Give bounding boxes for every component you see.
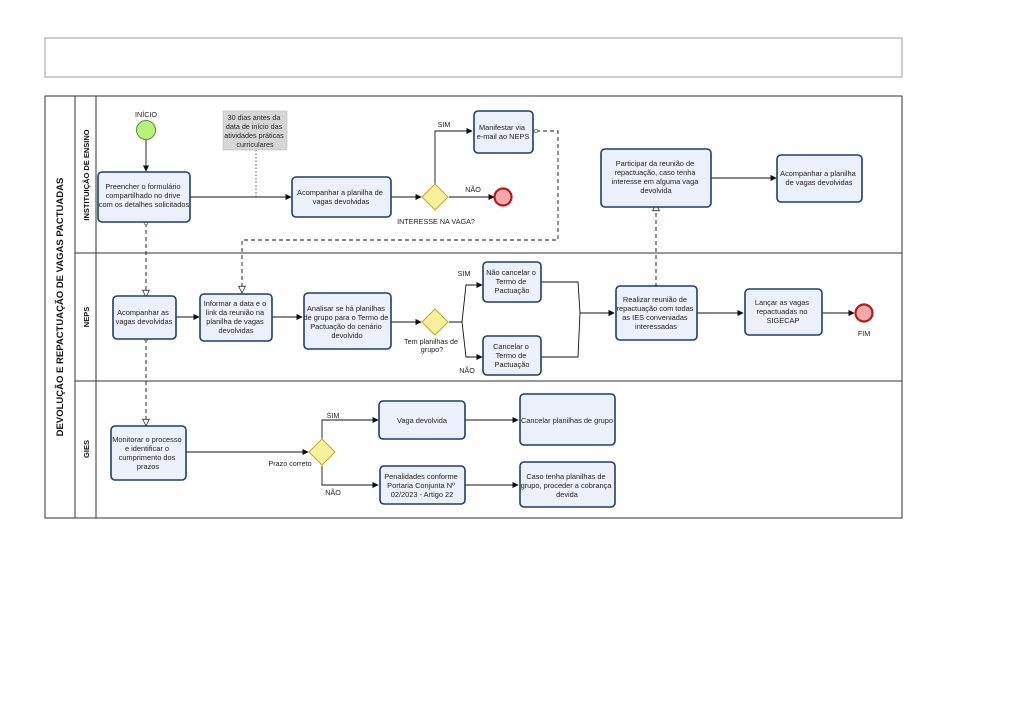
label-sim-3: SIM <box>327 411 340 420</box>
fim-label: FIM <box>858 329 870 338</box>
gateway-tem-planilhas: Tem planilhas de grupo? <box>404 308 460 354</box>
svg-text:Cancelar o Termo de: Cancelar o Termo de Pactuação <box>493 342 531 369</box>
task-cancelar-termo: Cancelar o Termo de Pactuação <box>482 335 542 376</box>
end-event-nao <box>493 187 513 207</box>
gateway-prazo-label: Prazo correto <box>268 459 311 468</box>
label-nao-1: NÃO <box>465 185 481 194</box>
task-cobranca: Caso tenha planilhas de grupo, proceder … <box>519 461 616 508</box>
lane-label-gies: GIES <box>82 440 91 458</box>
task-acompanhar-vagas-neps: Acompanhar as vagas devolvidas <box>112 295 177 340</box>
svg-text:Cancelar planilhas de grupo: Cancelar planilhas de grupo <box>521 416 613 425</box>
svg-text:Caso tenha planilhas de: Caso tenha planilhas de grupo, proceder … <box>521 472 614 499</box>
start-label: INÍCIO <box>135 110 157 119</box>
svg-text:Manifestar via e-mail ao: Manifestar via e-mail ao NEPS <box>477 123 530 141</box>
svg-text:Lançar as vagas repactua: Lançar as vagas repactuadas no SIGECAP <box>755 298 811 325</box>
task-manifestar-email: Manifestar via e-mail ao NEPS <box>473 110 534 154</box>
gateway-tem-label-2: grupo? <box>421 345 443 354</box>
message-flows <box>146 131 656 426</box>
header-box <box>44 37 903 78</box>
svg-text:Penalidades conforme Por: Penalidades conforme Portaria Conjunta N… <box>384 472 460 499</box>
annotation-line-1: 30 dias antes da <box>228 113 281 122</box>
task-vaga-devolvida: Vaga devolvida <box>378 400 466 440</box>
task-nao-cancelar-termo: Não cancelar o Termo de Pactuação <box>482 261 542 303</box>
start-event: INÍCIO <box>135 110 157 140</box>
svg-text:Não cancelar o Termo de: Não cancelar o Termo de Pactuação <box>486 268 538 295</box>
task-acompanhar-planilha-ie-2: Acompanhar a planilha de vagas devolvida… <box>776 154 863 203</box>
gateway-prazo: Prazo correto <box>268 438 336 468</box>
label-sim-1: SIM <box>438 120 451 129</box>
task-cancelar-planilhas: Cancelar planilhas de grupo <box>519 393 616 446</box>
svg-text:Acompanhar a planilha de: Acompanhar a planilha de vagas devolvida… <box>780 169 858 187</box>
msg-manifestar-informar <box>242 131 559 293</box>
svg-text:Acompanhar a planilha de: Acompanhar a planilha de vagas devolvida… <box>297 188 385 206</box>
task-preencher-formulario: Preencher o formulário compartilhado no … <box>97 171 191 223</box>
lane-label-neps: NEPS <box>82 307 91 327</box>
flow-prazo-sim <box>321 416 379 439</box>
gateway-tem-label-1: Tem planilhas de <box>404 337 458 346</box>
svg-text:Participar da reunião de: Participar da reunião de repactuação, ca… <box>612 159 701 195</box>
task-realizar-reuniao: Realizar reunião de repactuação com toda… <box>615 285 698 341</box>
task-participar-reuniao: Participar da reunião de repactuação, ca… <box>600 148 712 208</box>
task-lancar-vagas: Lançar as vagas repactuadas no SIGECAP <box>744 288 823 336</box>
svg-text:Analisar se há planilhas: Analisar se há planilhas de grupo para o… <box>304 304 391 340</box>
task-acompanhar-planilha-ie: Acompanhar a planilha de vagas devolvida… <box>291 176 392 218</box>
label-nao-2: NÃO <box>459 366 475 375</box>
text-annotation: 30 dias antes da data de início das ativ… <box>222 110 288 151</box>
end-event-fim: FIM <box>854 303 874 338</box>
gateway-interesse-label: INTERESSE NA VAGA? <box>397 217 475 226</box>
task-monitorar-processo: Monitorar o processo e identificar o cum… <box>110 425 187 481</box>
pool-title: DEVOLUÇÃO E REPACTUAÇÃO DE VAGAS PACTUAD… <box>55 178 66 437</box>
svg-text:Monitorar o processo e i: Monitorar o processo e identificar o cum… <box>112 435 183 471</box>
svg-text:Informar a data e o link: Informar a data e o link da reunião na p… <box>204 299 269 335</box>
annotation-line-4: curriculares <box>236 140 274 149</box>
flow-cancelar-realizar <box>541 309 615 358</box>
task-analisar-planilhas: Analisar se há planilhas de grupo para o… <box>303 292 392 350</box>
svg-text:Preencher o formulário c: Preencher o formulário compartilhado no … <box>99 182 190 209</box>
annotation-line-3: atividades práticas <box>224 131 284 140</box>
flow-tem-nao <box>449 321 483 361</box>
flow-prazo-nao <box>321 466 379 489</box>
svg-text:Acompanhar as vagas devo: Acompanhar as vagas devolvidas <box>116 308 173 326</box>
lane-label-instituicao: INSTITUIÇÃO DE ENSINO <box>82 129 91 220</box>
label-nao-3: NÃO <box>325 488 341 497</box>
gateway-interesse: INTERESSE NA VAGA? <box>397 183 475 226</box>
svg-text:Tem planilhas de grupo?: Tem planilhas de grupo? <box>404 337 460 354</box>
label-sim-2: SIM <box>458 269 471 278</box>
annotation-line-2: data de início das <box>226 122 283 131</box>
svg-text:Vaga devolvida: Vaga devolvida <box>397 416 448 425</box>
svg-text:30 dias antes da data de: 30 dias antes da data de início das ativ… <box>224 113 286 149</box>
task-penalidades: Penalidades conforme Portaria Conjunta N… <box>379 465 466 505</box>
task-informar-data: Informar a data e o link da reunião na p… <box>199 293 273 342</box>
svg-text:Realizar reunião de repa: Realizar reunião de repactuação com toda… <box>617 295 696 331</box>
